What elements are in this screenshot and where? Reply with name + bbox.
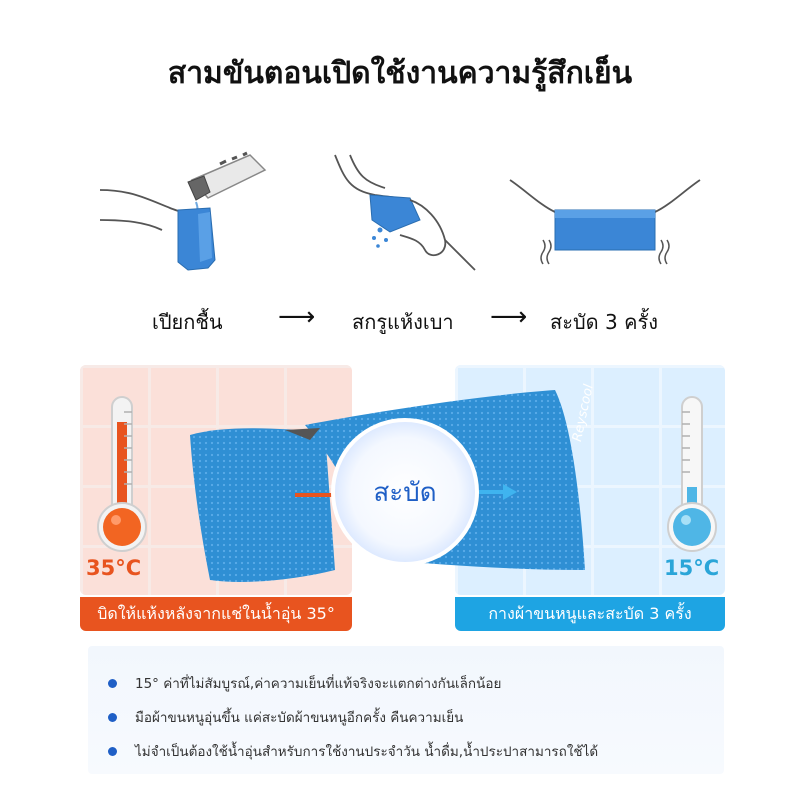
page-title: สามขันตอนเปิดใช้งานความรู้สึกเย็น	[167, 56, 633, 91]
list-item: ไม่จำเป็นต้องใช้น้ำอุ่นสำหรับการใช้งานปร…	[108, 740, 598, 762]
list-item: 15° ค่าที่ไม่สัมบูรณ์,ค่าความเย็นที่แท้จ…	[108, 672, 501, 694]
step-label-wring: สกรูแห้งเบา	[352, 310, 454, 334]
note-text: มือผ้าขนหนูอุ่นขึ้น แค่สะบัดผ้าขนหนูอีกค…	[135, 710, 464, 726]
warm-caption-banner: บิดให้แห้งหลังจากแช่ในน้ำอุ่น 35°	[80, 597, 352, 631]
bullet-icon	[108, 746, 117, 756]
arrow-right-icon: ⟶	[490, 302, 528, 332]
list-item: มือผ้าขนหนูอุ่นขึ้น แค่สะบัดผ้าขนหนูอีกค…	[108, 706, 463, 728]
bullet-icon	[108, 678, 117, 688]
step-label-wet: เปียกชื้น	[152, 310, 223, 334]
thermometer-cold-icon	[667, 396, 717, 552]
thermometer-hot-icon	[97, 396, 147, 552]
cool-caption-banner: กางผ้าขนหนูและสะบัด 3 ครั้ง	[455, 597, 725, 631]
arrow-right-icon: ⟶	[278, 302, 316, 332]
wet-towel-illustration	[100, 151, 267, 271]
squeeze-towel-illustration	[334, 154, 476, 271]
shake-towel-illustration	[509, 179, 701, 265]
step-label-shake: สะบัด 3 ครั้ง	[550, 310, 658, 334]
towel-center-label: สะบัด	[373, 478, 437, 508]
note-text: ไม่จำเป็นต้องใช้น้ำอุ่นสำหรับการใช้งานปร…	[135, 744, 599, 760]
bottle-icon	[187, 151, 267, 201]
towel-illustration	[190, 390, 585, 582]
notes-box: 15° ค่าที่ไม่สัมบูรณ์,ค่าความเย็นที่แท้จ…	[88, 646, 724, 774]
note-text: 15° ค่าที่ไม่สัมบูรณ์,ค่าความเย็นที่แท้จ…	[135, 676, 502, 692]
cold-temperature: 15°C	[664, 556, 720, 580]
hot-temperature: 35°C	[86, 556, 142, 580]
bullet-icon	[108, 712, 117, 722]
